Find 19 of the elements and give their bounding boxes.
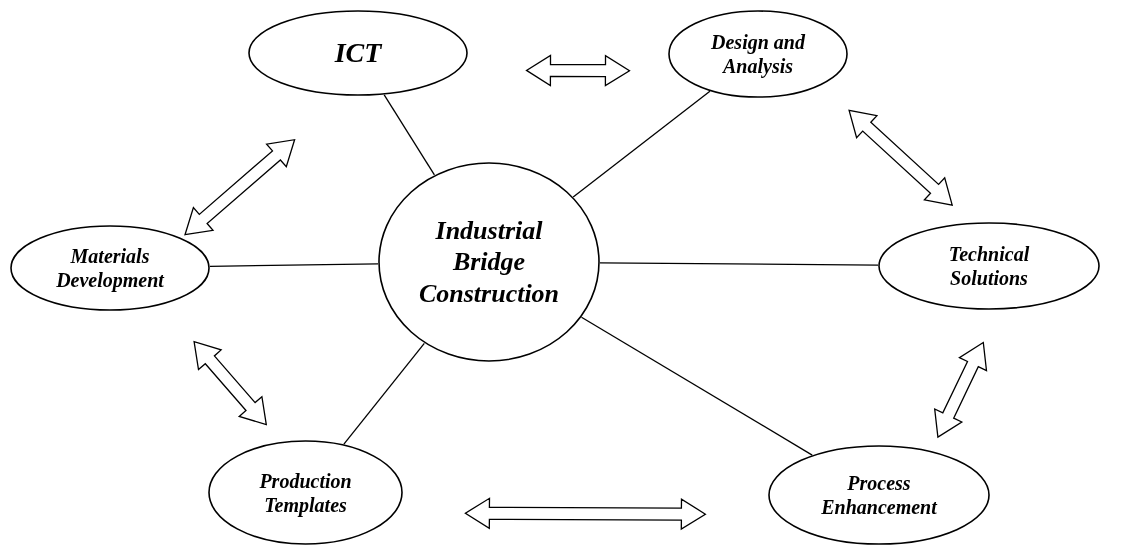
node-label: Production Templates <box>258 468 353 517</box>
connector-line <box>383 94 436 176</box>
node-label: Industrial Bridge Construction <box>417 215 561 309</box>
connector-line <box>343 342 425 445</box>
double-block-arrow <box>184 138 296 236</box>
connector-line <box>209 263 379 268</box>
double-block-arrow <box>464 497 707 531</box>
double-block-arrow <box>848 109 954 206</box>
connector-line <box>580 316 813 456</box>
node-label: Technical Solutions <box>947 242 1031 290</box>
connector-line <box>599 262 879 266</box>
double-block-arrow <box>525 54 631 87</box>
double-block-arrow <box>933 341 988 439</box>
node-label: Materials Development <box>55 244 166 292</box>
node-label: ICT <box>334 36 382 70</box>
connector-line <box>572 90 711 198</box>
node-label: Process Enhancement <box>820 471 939 519</box>
double-block-arrow <box>193 340 268 426</box>
node-label: Design and Analysis <box>710 30 807 78</box>
